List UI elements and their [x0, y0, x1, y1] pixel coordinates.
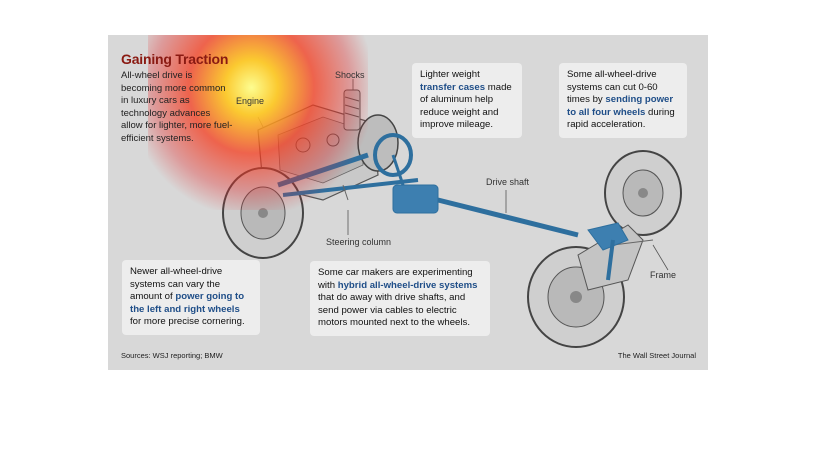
callout-transfer-cases: Lighter weight transfer cases made of al… — [412, 63, 522, 138]
infographic-title: Gaining Traction — [121, 51, 229, 67]
label-drive-shaft: Drive shaft — [486, 177, 530, 187]
sources-note: Sources: WSJ reporting; BMW — [121, 351, 223, 360]
shock-illustration — [343, 89, 361, 131]
intro-text: All-wheel drive is becoming more common … — [121, 70, 233, 144]
label-steering-column: Steering column — [326, 237, 392, 247]
infographic-panel: Gaining Traction All-wheel drive is beco… — [108, 35, 708, 370]
rear-right-wheel — [604, 150, 682, 236]
publisher-credit: The Wall Street Journal — [617, 351, 696, 360]
callout-four-wheels: Some all-wheel-drive systems can cut 0-6… — [559, 63, 687, 138]
label-shocks: Shocks — [335, 70, 365, 80]
callout-left-right-power: Newer all-wheel-drive systems can vary t… — [122, 260, 260, 335]
label-frame: Frame — [650, 270, 677, 280]
callout-hybrid-systems: Some car makers are experimenting with h… — [310, 261, 490, 336]
label-engine: Engine — [236, 96, 265, 106]
